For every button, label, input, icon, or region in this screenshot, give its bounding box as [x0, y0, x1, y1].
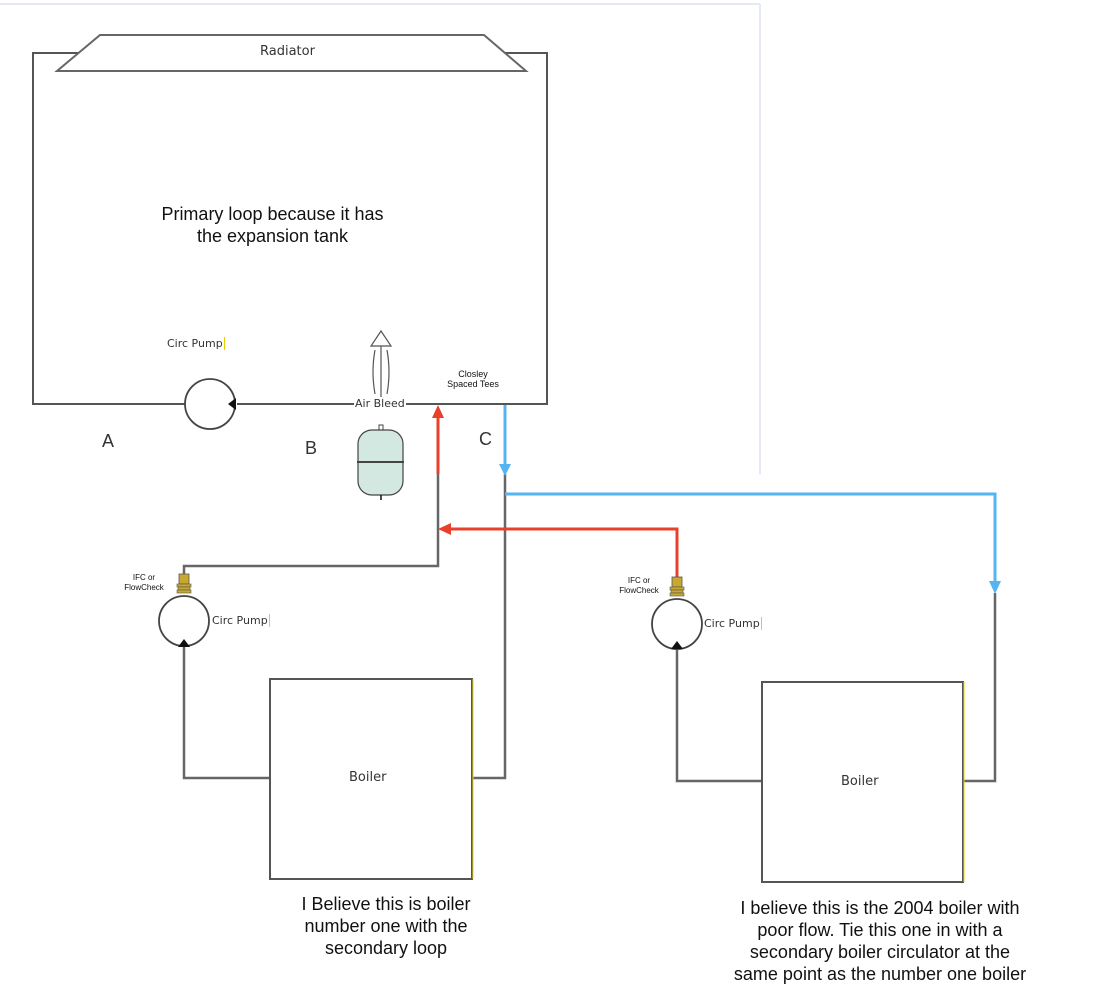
tees-label-line: Closley — [458, 369, 488, 379]
point-a-label: A — [102, 431, 115, 451]
boiler1-pump-label-text: Circ Pump — [212, 614, 270, 627]
valve-body-icon — [178, 573, 190, 585]
boiler2-valve-label: IFC or FlowCheck — [612, 576, 666, 596]
primary-pipe-left — [32, 52, 185, 405]
boiler1-valve-label: IFC or FlowCheck — [118, 573, 170, 593]
air-bleed-vent-left — [372, 349, 376, 395]
pump-arrow-icon — [178, 639, 190, 647]
primary-pump-label: Circ Pump — [167, 337, 225, 350]
boiler1-supply-pipe — [182, 474, 440, 580]
point-c-label: C — [479, 429, 492, 449]
cold-return-flow — [503, 405, 997, 582]
valve-nut — [176, 589, 192, 594]
boiler2-return-arrow-icon — [989, 581, 1001, 594]
expansion-tank[interactable] — [357, 424, 404, 500]
valve-body-icon — [671, 576, 683, 588]
pump-arrow-icon — [671, 641, 683, 649]
boiler1-circ-pump[interactable] — [158, 595, 210, 647]
boiler1-note-line: secondary loop — [324, 938, 448, 958]
valve-nut — [669, 586, 685, 591]
hot-supply-arrow-icon — [432, 405, 444, 418]
boiler2-pump-to-boiler-pipe — [675, 648, 762, 783]
radiator-shape[interactable] — [54, 34, 529, 72]
boiler1-label: Boiler — [349, 770, 387, 785]
valve-nut — [669, 592, 685, 597]
valve-label-line: FlowCheck — [124, 583, 164, 592]
boiler1-loop — [182, 474, 507, 780]
air-bleed-valve[interactable] — [369, 329, 393, 397]
pump-circle — [158, 595, 210, 647]
primary-loop-note-line: the expansion tank — [196, 226, 349, 246]
boiler2-loop — [675, 593, 997, 783]
pump-arrow-icon — [228, 398, 236, 410]
boiler2-flowcheck-valve[interactable] — [669, 576, 685, 597]
point-b-label: B — [305, 438, 318, 458]
boiler1-box[interactable] — [269, 678, 473, 880]
boiler1-pump-to-boiler-pipe — [182, 646, 269, 780]
primary-pump-label-text: Circ Pump — [167, 337, 225, 350]
boiler2-hot-supply-line — [448, 527, 679, 578]
boiler2-return-line — [505, 492, 997, 582]
boiler2-supply-arrow-icon — [438, 523, 451, 535]
pump-circle — [184, 378, 236, 430]
return-arrow-icon — [499, 464, 511, 476]
valve-nut — [176, 583, 192, 588]
tees-label: Closley Spaced Tees — [440, 369, 506, 389]
boiler2-return-pipe — [963, 593, 997, 783]
boiler2-note-line: poor flow. Tie this one in with a — [757, 920, 1003, 940]
boiler2-note: I believe this is the 2004 boiler with p… — [700, 897, 1060, 985]
boiler2-box[interactable] — [761, 681, 964, 883]
primary-loop-note: Primary loop because it has the expansio… — [140, 203, 405, 247]
boiler2-note-line: same point as the number one boiler — [733, 964, 1027, 984]
air-bleed-cap-icon — [369, 329, 393, 347]
boiler1-note: I Believe this is boiler number one with… — [270, 893, 502, 959]
boiler2-pump-label: Circ Pump — [704, 617, 762, 630]
boiler1-note-line: I Believe this is boiler — [301, 894, 471, 914]
tank-valve — [378, 424, 384, 431]
air-bleed-vent-right — [386, 349, 390, 395]
boiler1-flowcheck-valve[interactable] — [176, 573, 192, 594]
valve-nut — [177, 586, 191, 591]
boiler2-note-line: I believe this is the 2004 boiler with — [740, 898, 1020, 918]
primary-loop-note-line: Primary loop because it has — [161, 204, 384, 224]
valve-label-line: IFC or — [132, 573, 156, 582]
valve-label-line: FlowCheck — [619, 586, 659, 595]
boiler1-return-pipe — [472, 474, 507, 780]
tees-label-line: Spaced Tees — [447, 379, 499, 389]
boiler1-pump-label: Circ Pump — [212, 614, 270, 627]
boiler2-label: Boiler — [841, 774, 879, 789]
valve-label-line: IFC or — [627, 576, 651, 585]
boiler2-circ-pump[interactable] — [651, 598, 703, 650]
valve-nut — [670, 589, 684, 594]
air-bleed-label: Air Bleed — [354, 397, 406, 410]
boiler2-pump-label-text: Circ Pump — [704, 617, 762, 630]
radiator-label: Radiator — [260, 44, 315, 59]
primary-circ-pump[interactable] — [184, 378, 236, 430]
hot-supply-flow — [436, 415, 679, 578]
boiler1-note-line: number one with the — [304, 916, 468, 936]
boiler2-note-line: secondary boiler circulator at the — [749, 942, 1011, 962]
